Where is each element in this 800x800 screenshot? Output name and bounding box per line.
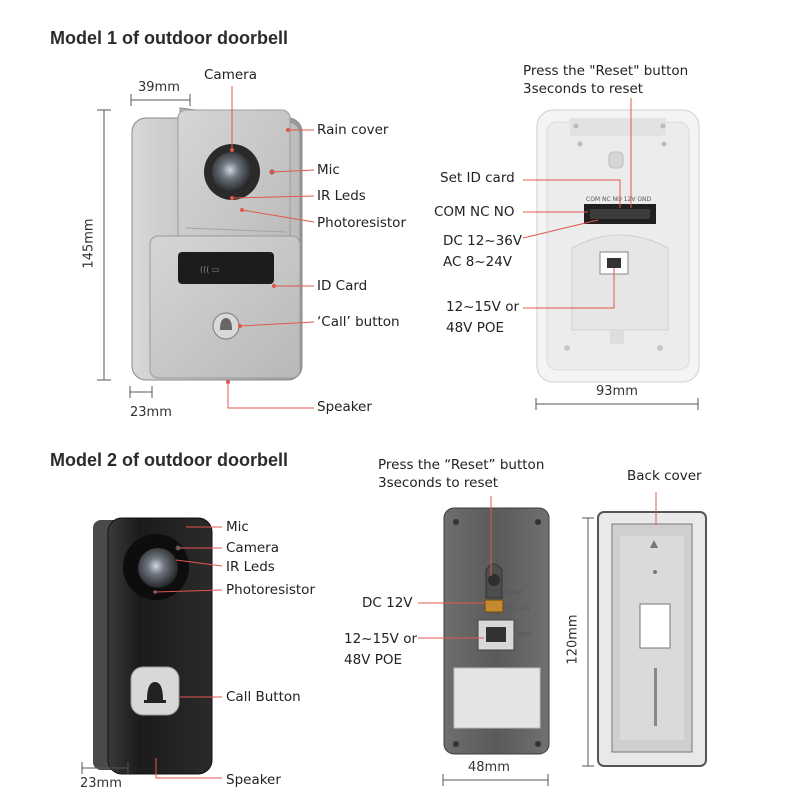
model2-back-device: Reset DC 12V RJ45 (443, 507, 550, 755)
model2-front-leaders (154, 526, 223, 779)
model1-label-reset-line1: Press the "Reset" button (523, 63, 689, 79)
model2-label-poe-line1: 12~15V or (344, 631, 418, 647)
model1-back-dimension (535, 398, 699, 410)
model2-label-dc: DC 12V (362, 595, 413, 611)
model2-label-ir-leds: IR Leds (226, 559, 275, 575)
model2-board-reset-text: Reset (506, 589, 523, 596)
model1-label-rain-cover: Rain cover (317, 122, 389, 138)
model1-label-dc-line2: AC 8~24V (443, 254, 513, 270)
model1-id-card-reader (178, 252, 274, 284)
model1-label-call-button: ‘Call’ button (317, 314, 400, 330)
model1-label-id-card: ID Card (317, 278, 368, 294)
model2-label-photoresistor: Photoresistor (226, 582, 315, 598)
model2-back-cover (597, 511, 707, 767)
model2-front-device (93, 517, 213, 775)
model1-back-leaders (522, 98, 632, 309)
model2-width-dimension: 48mm (468, 760, 510, 775)
model1-label-mic: Mic (317, 162, 340, 178)
model1-label-poe-line2: 48V POE (446, 320, 505, 336)
model2-back-cover-dimension (582, 517, 594, 767)
model2-board-dc-text: DC 12V (508, 605, 531, 612)
model2-dc-connector (484, 599, 504, 613)
model2-label-reset-line1: Press the “Reset” button (378, 457, 545, 473)
model2-label-back-cover: Back cover (627, 468, 702, 484)
model1-height-dimension: 145mm (81, 218, 97, 269)
model1-label-speaker: Speaker (317, 399, 372, 415)
model1-title: Model 1 of outdoor doorbell (50, 28, 288, 48)
model1-label-poe-line1: 12~15V or (446, 299, 520, 315)
model1-front-leader-dots (226, 128, 290, 384)
model2-label-mic: Mic (226, 519, 249, 535)
model1-label-ir-leds: IR Leds (317, 188, 366, 204)
model1-label-com-nc-no: COM NC NO (434, 204, 515, 220)
model2-title: Model 2 of outdoor doorbell (50, 450, 288, 470)
model1-depth-dimension: 23mm (130, 405, 172, 420)
model1-label-camera: Camera (204, 67, 257, 83)
model1-label-dc-line1: DC 12~36V (443, 233, 523, 249)
model1-width-dimension: 39mm (138, 80, 180, 95)
model2-board-rj45-text: RJ45 (518, 631, 532, 638)
model1-label-set-id-card: Set ID card (440, 170, 515, 186)
model2-height-dimension: 120mm (565, 614, 581, 665)
svg-text:((( ▭: ((( ▭ (200, 265, 219, 274)
model1-back-plate: COM NC NO 12V GND (536, 109, 700, 383)
model1-label-reset-line2: 3seconds to reset (523, 81, 644, 97)
model2-label-call-button: Call Button (226, 689, 301, 705)
svg-text:COM NC NO 12V GND: COM NC NO 12V GND (586, 196, 651, 203)
model1-back-width-dimension: 93mm (596, 384, 638, 399)
model1-front-device: ((( ▭ (131, 107, 303, 381)
model2-back-dimension (442, 774, 549, 786)
model1-front-leaders (227, 86, 315, 409)
model2-label-reset-line2: 3seconds to reset (378, 475, 499, 491)
model2-label-camera: Camera (226, 540, 279, 556)
model2-label-speaker: Speaker (226, 772, 281, 788)
model1-front-dimensions (97, 94, 191, 398)
model2-depth-dimension: 23mm (80, 776, 122, 791)
model2-back-leaders (418, 496, 492, 639)
model2-label-poe-line2: 48V POE (344, 652, 403, 668)
model2-front-dimension (81, 762, 129, 774)
model1-label-photoresistor: Photoresistor (317, 215, 406, 231)
